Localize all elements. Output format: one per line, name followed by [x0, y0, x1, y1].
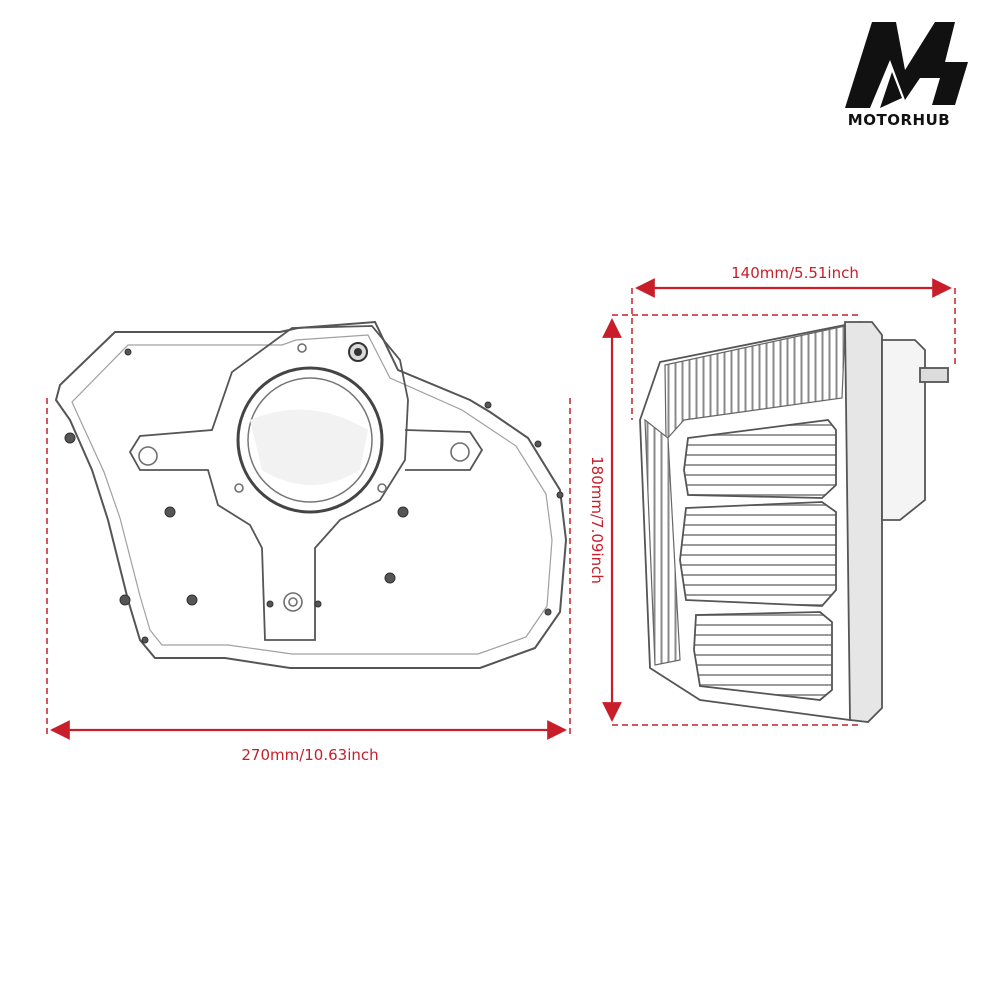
backplate-inner-rim	[71, 334, 553, 655]
intake-opening	[236, 366, 384, 514]
middle-filter-panel	[679, 501, 837, 607]
depth-dimension-label: 140mm/5.51inch	[731, 264, 859, 282]
cover-plate	[844, 321, 883, 723]
mh-monogram-icon	[845, 22, 968, 108]
brand-name: MOTORHUB	[848, 111, 950, 129]
width-dimension: 270mm/10.63inch	[46, 398, 571, 764]
bracket-right-arm	[404, 429, 484, 471]
backplate-outline	[54, 320, 568, 669]
mounting-flange	[881, 339, 926, 521]
height-dimension: 180mm/7.09inch	[588, 314, 860, 726]
height-dimension-label: 180mm/7.09inch	[588, 456, 606, 584]
width-dimension-label: 270mm/10.63inch	[241, 746, 378, 764]
brand-logo: MOTORHUB	[845, 22, 968, 129]
mounting-bolts	[64, 348, 564, 644]
air-cleaner-filter-side-view	[639, 320, 949, 723]
breather-stub	[919, 367, 949, 383]
dimension-annotations: 270mm/10.63inch 140mm/5.51inch 180mm/7.0…	[46, 264, 956, 764]
filter-element-ribs	[664, 325, 846, 442]
mounting-bracket	[128, 325, 409, 641]
depth-dimension: 140mm/5.51inch	[631, 264, 956, 420]
lower-filter-panel	[693, 611, 833, 701]
air-cleaner-backplate-front-view	[54, 320, 568, 669]
upper-filter-panel	[683, 419, 837, 499]
